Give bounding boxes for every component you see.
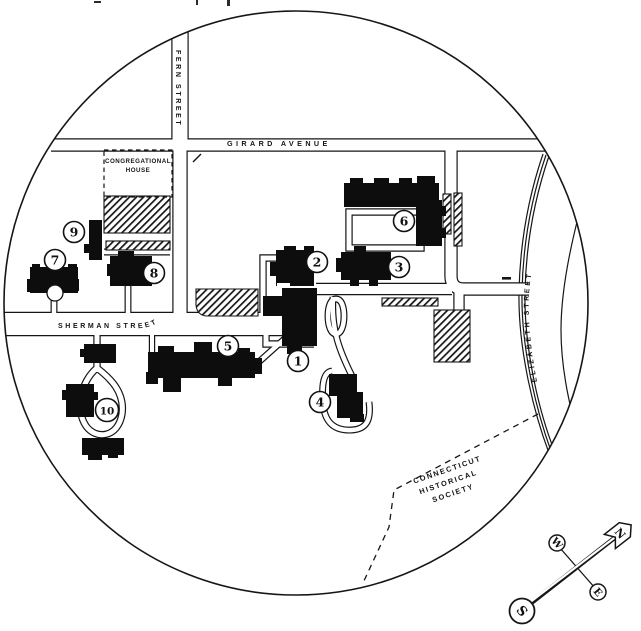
building-7-arch (46, 284, 64, 302)
mid-street-road (444, 149, 529, 296)
building-marker-7: 7 (43, 248, 67, 272)
building-marker-8: 8 (142, 261, 166, 285)
svg-text:7: 7 (51, 252, 60, 267)
congregational-house-lot (103, 149, 173, 198)
svg-text:HOUSE: HOUSE (126, 167, 151, 174)
building-marker-4: 4 (308, 390, 332, 414)
elizabeth-junction-dash (502, 277, 511, 280)
compass-west-circle (548, 534, 566, 552)
svg-text:4: 4 (316, 394, 325, 409)
building-9-shape (84, 220, 102, 260)
parking-strip-mid (381, 297, 439, 307)
parking-congregational (103, 195, 171, 234)
building-marker-9: 9 (62, 220, 86, 244)
compass-east-circle (589, 583, 607, 601)
road-surfaces (4, 28, 545, 438)
map-boundary-circle (3, 10, 589, 596)
building-10-shape (62, 344, 124, 460)
historical-society-label: CONNECTICUT HISTORICAL SOCIETY (412, 454, 482, 505)
parking-strip-west (105, 240, 171, 251)
building-marker-10: 10 (94, 397, 120, 423)
building-6-shape (344, 176, 446, 246)
building-2-notch (277, 283, 290, 288)
scan-artifacts (94, 0, 230, 6)
parking-east (433, 309, 471, 363)
svg-text:3: 3 (395, 259, 404, 274)
building-marker-6: 6 (392, 209, 416, 233)
building-1-shape (263, 288, 317, 354)
building-marker-1: 1 (286, 349, 310, 373)
fern-street-label: FERN STREET (174, 50, 181, 127)
svg-text:CONGREGATIONAL: CONGREGATIONAL (105, 158, 171, 165)
svg-text:8: 8 (150, 265, 159, 280)
girard-corner-tick (192, 153, 202, 163)
building-5-shape (146, 342, 262, 392)
compass-sn-line-over (528, 534, 619, 604)
building-marker-5: 5 (216, 334, 240, 358)
parking-areas (103, 192, 471, 363)
svg-text:6: 6 (400, 213, 409, 228)
girard-avenue-label: GIRARD AVENUE (227, 139, 331, 148)
building-4-shape (329, 374, 364, 422)
svg-text:5: 5 (224, 338, 233, 353)
elizabeth-east-edge (560, 221, 582, 448)
compass-rose: N S W E (508, 521, 632, 625)
building-marker-2: 2 (305, 250, 329, 274)
congregational-house-label: CONGREGATIONAL HOUSE (105, 158, 171, 174)
parking-sherman (195, 288, 259, 317)
svg-text:2: 2 (313, 254, 322, 269)
compass-north-arrow: N (602, 521, 632, 551)
historical-society-boundary (362, 413, 539, 584)
building-marker-3: 3 (387, 255, 411, 279)
building-3-shape (336, 246, 391, 286)
campus-buildings (27, 176, 446, 460)
compass-south-circle (508, 597, 536, 625)
parking-strip-b6-b (453, 192, 463, 247)
svg-text:10: 10 (100, 405, 115, 417)
building-markers: 1 2 3 4 5 6 7 8 9 10 (43, 209, 416, 423)
svg-text:1: 1 (294, 353, 303, 368)
svg-text:9: 9 (70, 224, 79, 239)
